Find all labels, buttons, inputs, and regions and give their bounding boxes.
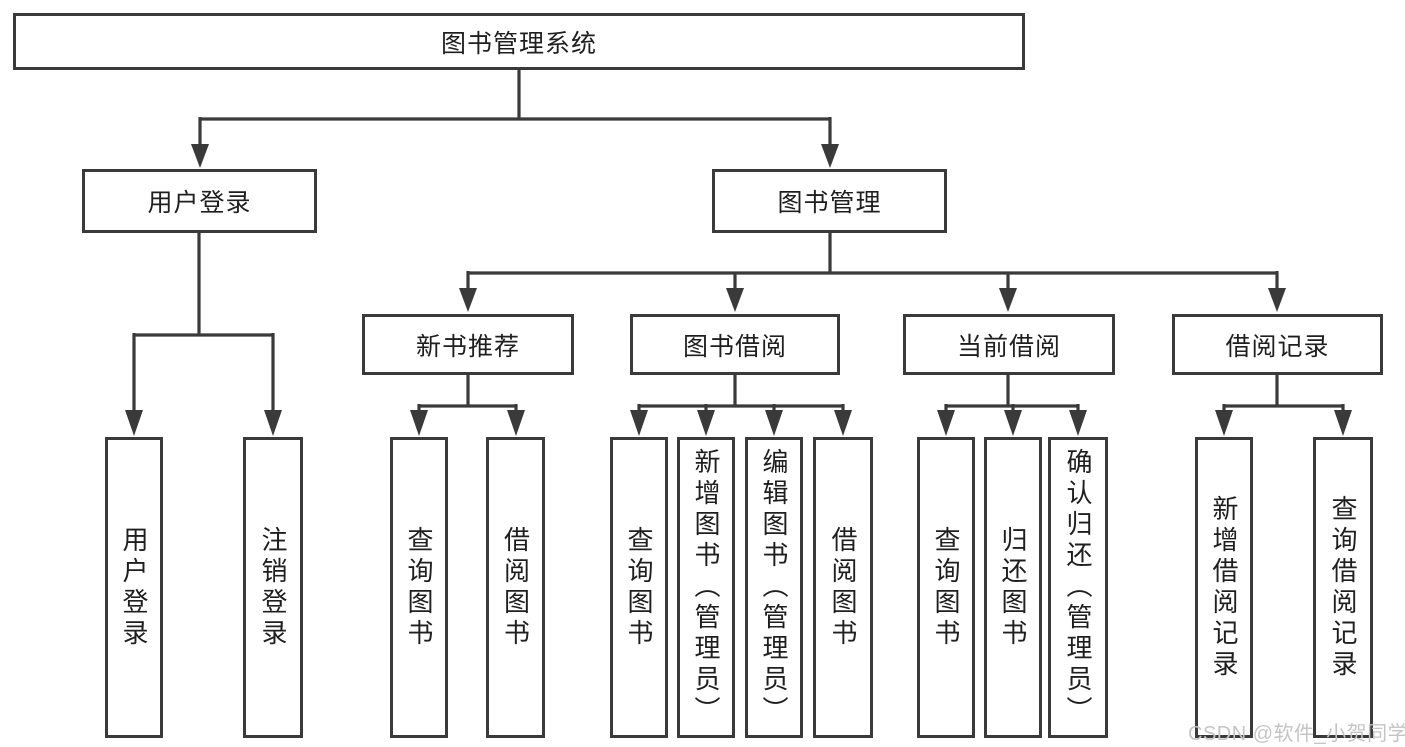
node-leaf-logout: 注销登录 [243, 437, 303, 738]
node-leaf-query-books-2: 查询图书 [610, 437, 668, 738]
node-leaf-query-borrow-record: 查询借阅记录 [1313, 437, 1373, 738]
node-leaf-edit-book-admin: 编辑图书（管理员） [745, 437, 803, 738]
node-root: 图书管理系统 [13, 13, 1025, 70]
node-current-borrowing: 当前借阅 [903, 314, 1115, 375]
connector-new-book-recommend-to-leaves [410, 375, 525, 436]
connector-user-login-to-leaves [125, 233, 282, 436]
connector-current-borrowing-to-leaves [937, 375, 1087, 436]
node-leaf-add-borrow-record: 新增借阅记录 [1195, 437, 1253, 738]
node-book-borrowing: 图书借阅 [630, 314, 840, 375]
node-new-book-recommend: 新书推荐 [362, 314, 574, 375]
node-book-management: 图书管理 [712, 169, 947, 233]
node-leaf-borrow-books-2: 借阅图书 [813, 437, 873, 738]
connector-root-to-level2 [191, 70, 839, 168]
connector-book-borrowing-to-leaves [630, 375, 852, 436]
node-leaf-user-login: 用户登录 [105, 437, 163, 738]
connector-book-management-to-level3 [459, 233, 1286, 312]
node-leaf-confirm-return-admin: 确认归还（管理员） [1048, 437, 1108, 738]
connector-borrowing-records-to-leaves [1215, 375, 1352, 436]
node-leaf-query-books-1: 查询图书 [390, 437, 448, 738]
node-borrowing-records: 借阅记录 [1172, 314, 1383, 375]
node-leaf-return-books: 归还图书 [984, 437, 1042, 738]
node-leaf-borrow-books-1: 借阅图书 [486, 437, 545, 738]
node-leaf-query-books-3: 查询图书 [917, 437, 975, 738]
node-user-login: 用户登录 [82, 169, 317, 233]
node-leaf-add-book-admin: 新增图书（管理员） [677, 437, 735, 738]
watermark: CSDN @软件_小贺同学 [1188, 723, 1405, 745]
